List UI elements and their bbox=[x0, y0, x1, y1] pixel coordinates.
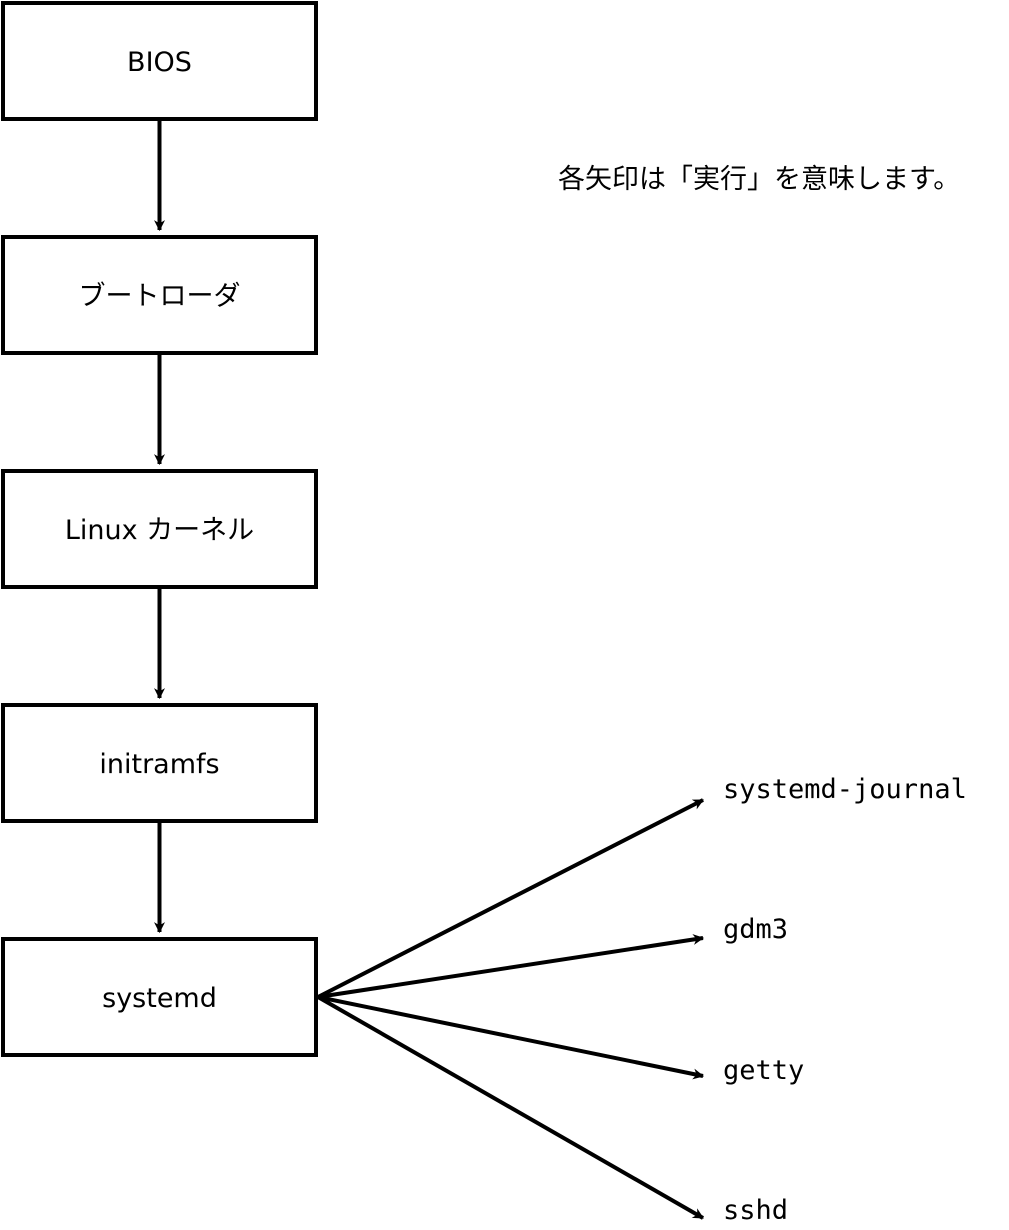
box-linux-kernel: Linux カーネル bbox=[1, 469, 318, 589]
box-bootloader: ブートローダ bbox=[1, 235, 318, 355]
process-label-sshd: sshd bbox=[723, 1195, 788, 1226]
box-initramfs-label: initramfs bbox=[99, 749, 219, 780]
box-bios-label: BIOS bbox=[127, 47, 192, 78]
process-label-gdm3: gdm3 bbox=[723, 914, 788, 945]
process-label-systemd-journal: systemd-journal bbox=[723, 774, 967, 805]
box-systemd-label: systemd bbox=[102, 983, 217, 1014]
box-initramfs: initramfs bbox=[1, 703, 318, 823]
systemd-fanout-arrows bbox=[317, 798, 705, 1220]
box-bootloader-label: ブートローダ bbox=[79, 281, 241, 312]
diagram-note: 各矢印は「実行」を意味します。 bbox=[558, 164, 960, 195]
arrow-systemd-to-getty bbox=[317, 995, 705, 1080]
box-bios: BIOS bbox=[1, 1, 318, 121]
box-linux-kernel-label: Linux カーネル bbox=[65, 515, 254, 546]
arrow-systemd-to-journal bbox=[317, 798, 704, 999]
arrow-systemd-to-gdm3 bbox=[317, 934, 705, 999]
box-systemd: systemd bbox=[1, 937, 318, 1057]
process-label-getty: getty bbox=[723, 1055, 804, 1086]
arrow-systemd-to-sshd bbox=[317, 995, 704, 1220]
